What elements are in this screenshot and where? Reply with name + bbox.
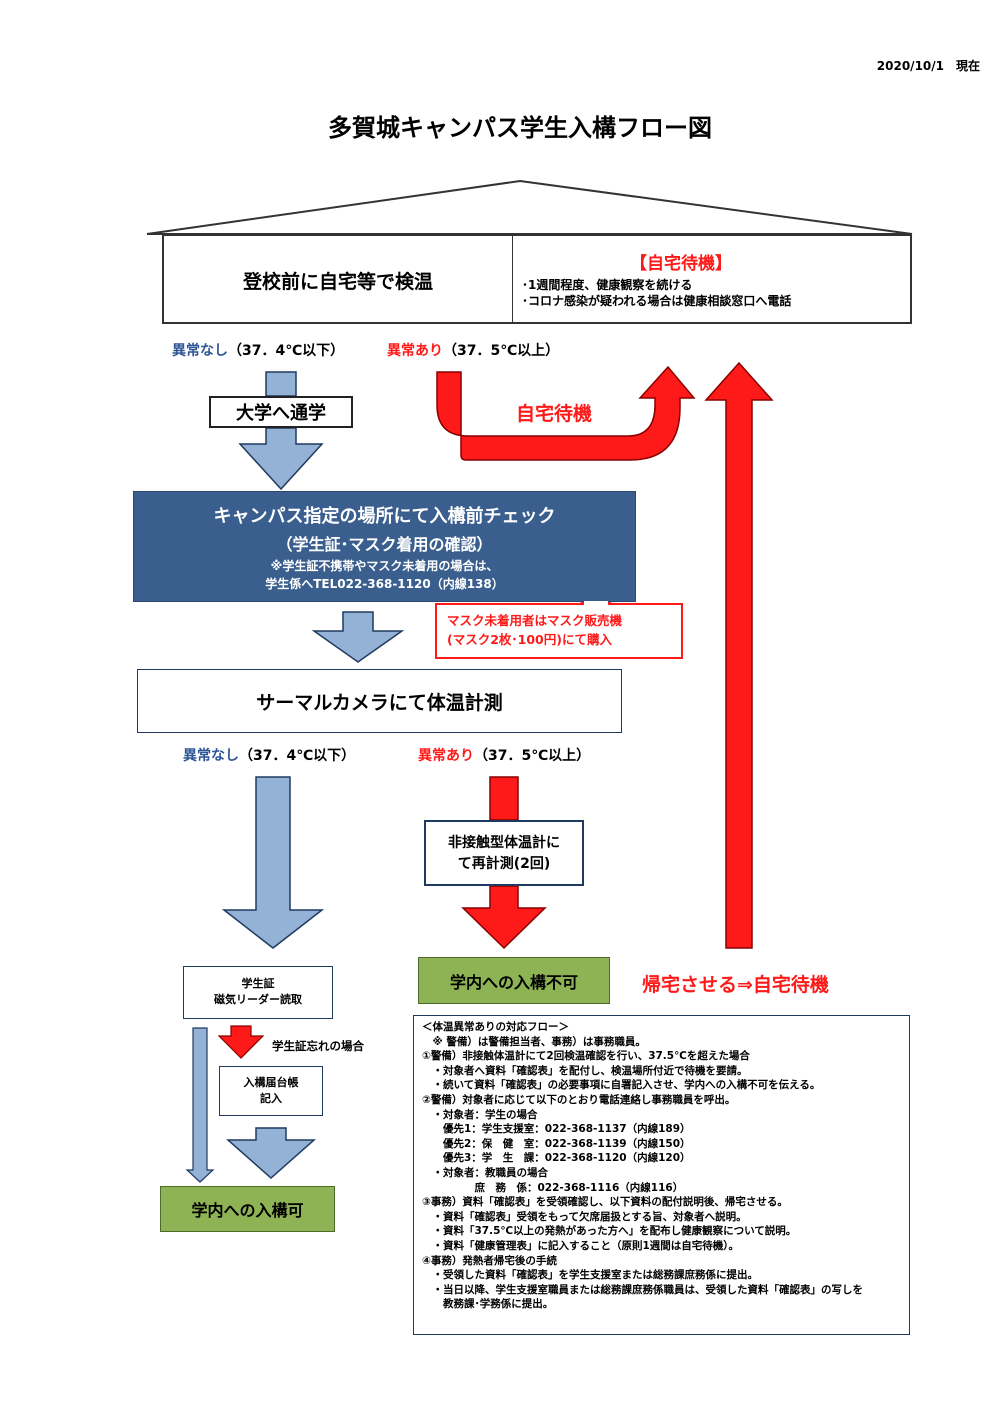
status-abnormal-2: 異常あり（37．5℃以上） <box>418 745 590 765</box>
home-wait-line-1: ･1週間程度、健康観察を続ける <box>522 278 693 292</box>
arrow-down-red-2 <box>461 885 547 950</box>
arrow-down-thin <box>185 1027 215 1183</box>
arrow-up-red-tall <box>704 361 774 949</box>
thermal-camera-box: サーマルカメラにて体温計測 <box>137 669 622 733</box>
status-normal-2: 異常なし（37．4℃以下） <box>183 745 355 765</box>
no-entry-box: 学内への入構不可 <box>418 957 610 1004</box>
abnormal-range-1: （37．5℃以上） <box>443 343 560 359</box>
mask-callout: マスク未着用者はマスク販売機 (マスク2枚･100円)にて購入 <box>435 603 683 659</box>
abnormal-label-2: 異常あり <box>418 748 474 764</box>
notes-line: ・続いて資料「確認表」の必要事項に自署記入させ、学内への入構不可を伝える。 <box>422 1079 821 1092</box>
notes-line: ※ 警備）は警備担当者、事務）は事務職員。 <box>422 1035 646 1048</box>
arrow-down-red-1 <box>489 776 519 821</box>
notes-line: 優先3：学 生 課：022-368-1120（内線120） <box>422 1152 691 1165</box>
notes-line: ・資料「確認表」受領をもって欠席届扱とする旨、対象者へ説明。 <box>422 1210 747 1223</box>
remeasure-box: 非接触型体温計に て再計測(2回) <box>424 820 584 886</box>
go-to-school-box: 大学へ通学 <box>209 396 353 428</box>
notes-line: ①警備）非接触体温計にて2回検温確認を行い、37.5℃を超えた場合 <box>422 1050 750 1063</box>
notes-line: ③事務）資料「確認表」を受領確認し、以下資料の配付説明後、帰宅させる。 <box>422 1196 788 1209</box>
forgot-card-label: 学生証忘れの場合 <box>272 1039 364 1053</box>
notes-line: ・資料「健康管理表」に記入すること（原則1週間は自宅待機）。 <box>422 1239 740 1252</box>
campus-check-line-4: 学生係へTEL022-368-1120（内線138） <box>265 577 504 591</box>
notes-line: 教務課･学務係に提出。 <box>422 1298 554 1311</box>
student-card-line-2: 磁気リーダー読取 <box>214 993 302 1006</box>
go-home-label: 帰宅させる⇒自宅待機 <box>642 974 829 996</box>
arrow-down-2 <box>238 427 324 491</box>
arrow-down-4 <box>221 776 325 949</box>
student-card-box: 学生証 磁気リーダー読取 <box>183 966 333 1019</box>
abnormal-range-2: （37．5℃以上） <box>474 748 591 764</box>
date-label: 2020/10/1 現在 <box>876 59 980 73</box>
normal-label-2: 異常なし <box>183 748 239 764</box>
pre-school-temp-box: 登校前に自宅等で検温 【自宅待機】 ･1週間程度、健康観察を続ける ･コロナ感染… <box>162 234 912 324</box>
notes-line: ④事務）発熱者帰宅後の手続 <box>422 1254 557 1267</box>
remeasure-line-1: 非接触型体温計に <box>448 835 560 851</box>
arrow-down-1 <box>265 371 297 397</box>
entry-log-line-1: 入構届台帳 <box>243 1076 299 1089</box>
arrow-down-3 <box>311 611 405 663</box>
page-title: 多賀城キャンパス学生入構フロー図 <box>328 113 712 142</box>
notes-line: ・対象者へ資料「確認表」を配付し、検温場所付近で待機を要請。 <box>422 1064 748 1077</box>
home-wait-arrow-label: 自宅待機 <box>516 403 593 425</box>
home-wait-title: 【自宅待機】 <box>630 254 732 274</box>
normal-range-2: （37．4℃以下） <box>239 748 356 764</box>
arrow-down-5 <box>226 1127 316 1180</box>
home-wait-line-2: ･コロナ感染が疑われる場合は健康相談窓口へ電話 <box>522 294 792 308</box>
student-card-line-1: 学生証 <box>241 977 275 990</box>
arrow-down-red-small <box>217 1025 265 1059</box>
abnormal-label-1: 異常あり <box>387 343 443 359</box>
notes-line: ・対象者：教職員の場合 <box>422 1166 548 1179</box>
notes-line: ②警備）対象者に応じて以下のとおり電話連絡し事務職員を呼出。 <box>422 1093 736 1106</box>
notes-line: ・対象者：学生の場合 <box>422 1108 538 1121</box>
campus-check-box: キャンパス指定の場所にて入構前チェック （学生証･マスク着用の確認） ※学生証不… <box>133 491 636 602</box>
notes-line: ・受領した資料「確認表」を学生支援室または総務課庶務係に提出。 <box>422 1269 758 1282</box>
abnormal-response-notes: ＜体温異常ありの対応フロー＞ ※ 警備）は警備担当者、事務）は事務職員。 ①警備… <box>413 1015 910 1335</box>
notes-line: ・当日以降、学生支援室職員または総務課庶務係職員は、受領した資料「確認表」の写し… <box>422 1283 863 1296</box>
mask-callout-line-2: (マスク2枚･100円)にて購入 <box>447 632 612 647</box>
notes-line: ・資料「37.5℃以上の発熱があった方へ」を配布し健康観察について説明。 <box>422 1225 797 1238</box>
campus-check-line-3: ※学生証不携帯やマスク未着用の場合は、 <box>270 559 499 573</box>
normal-range-1: （37．4℃以下） <box>228 343 345 359</box>
notes-line: ＜体温異常ありの対応フロー＞ <box>422 1021 569 1033</box>
status-abnormal-1: 異常あり（37．5℃以上） <box>387 340 559 360</box>
temp-check-text: 登校前に自宅等で検温 <box>242 270 433 293</box>
arrow-u-turn-red <box>436 365 696 461</box>
entry-log-box: 入構届台帳 記入 <box>219 1066 323 1116</box>
remeasure-line-2: て再計測(2回) <box>457 856 551 872</box>
entry-log-line-2: 記入 <box>260 1092 282 1105</box>
notes-line: 優先1：学生支援室：022-368-1137（内線189） <box>422 1123 691 1136</box>
status-normal-1: 異常なし（37．4℃以下） <box>172 340 344 360</box>
campus-check-line-2: （学生証･マスク着用の確認） <box>276 535 493 554</box>
roof-triangle <box>146 179 913 235</box>
notes-line: 庶 務 係：022-368-1116（内線116） <box>422 1181 684 1194</box>
mask-callout-line-1: マスク未着用者はマスク販売機 <box>447 613 623 628</box>
normal-label-1: 異常なし <box>172 343 228 359</box>
campus-check-line-1: キャンパス指定の場所にて入構前チェック <box>213 506 556 527</box>
notes-line: 優先2：保 健 室：022-368-1139（内線150） <box>422 1137 691 1150</box>
top-box-divider <box>512 236 513 324</box>
entry-ok-box: 学内への入構可 <box>160 1186 335 1232</box>
callout-tail-mask <box>584 601 608 605</box>
